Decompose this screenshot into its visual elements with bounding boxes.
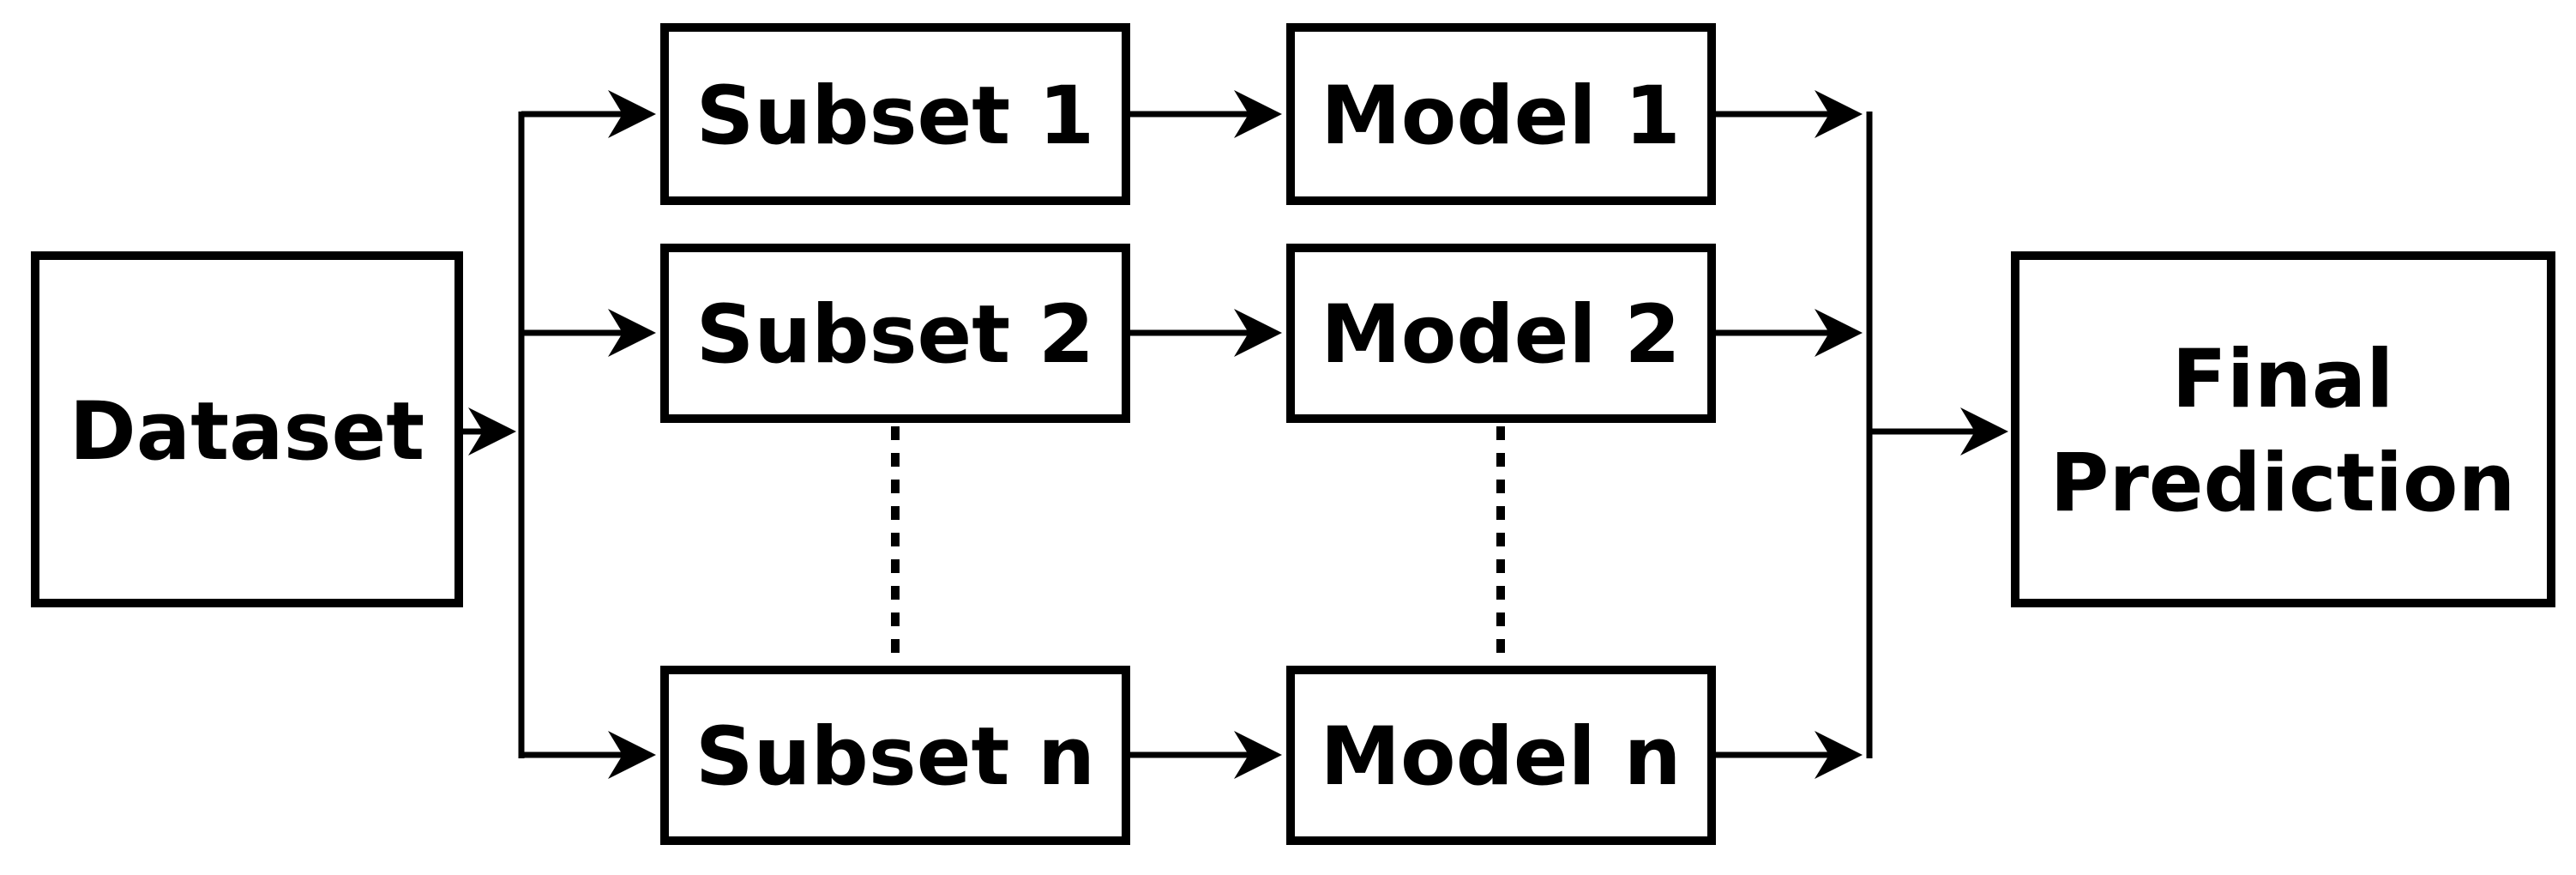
model-1-box xyxy=(1286,23,1716,205)
arrowhead-collector-to-final xyxy=(1960,407,2008,456)
subset-1-box xyxy=(660,23,1130,205)
arrowhead-model-2-to-collector xyxy=(1815,309,1863,357)
dataset-label: Dataset xyxy=(69,385,424,479)
model-2-box xyxy=(1286,244,1716,423)
arrowhead-fan-to-subset-2 xyxy=(608,309,656,357)
model-1-label: Model 1 xyxy=(1321,69,1681,163)
model-n-label: Model n xyxy=(1320,710,1681,804)
subset-n-label: Subset n xyxy=(695,710,1095,804)
subset-1-label: Subset 1 xyxy=(696,69,1095,163)
arrowhead-model-1-to-collector xyxy=(1815,90,1863,138)
dataset-box xyxy=(31,251,463,607)
arrowhead-dataset-to-fan xyxy=(468,407,516,456)
final-prediction-label-line-1: Final xyxy=(2171,333,2393,426)
arrowhead-fan-to-subset-1 xyxy=(608,90,656,138)
model-2-label: Model 2 xyxy=(1321,288,1681,382)
arrowhead-subset-1-to-model-1 xyxy=(1234,90,1282,138)
model-n-box xyxy=(1286,666,1716,845)
subset-n-box xyxy=(660,666,1130,845)
final-prediction-label-line-2: Prediction xyxy=(2050,437,2516,530)
final-prediction-box xyxy=(2011,251,2555,607)
arrowhead-subset-2-to-model-2 xyxy=(1234,309,1282,357)
subset-2-box xyxy=(660,244,1130,423)
arrowhead-fan-to-subset-n xyxy=(608,731,656,779)
subset-2-label: Subset 2 xyxy=(696,288,1095,382)
arrowhead-model-n-to-collector xyxy=(1815,731,1863,779)
arrowhead-subset-n-to-model-n xyxy=(1234,731,1282,779)
